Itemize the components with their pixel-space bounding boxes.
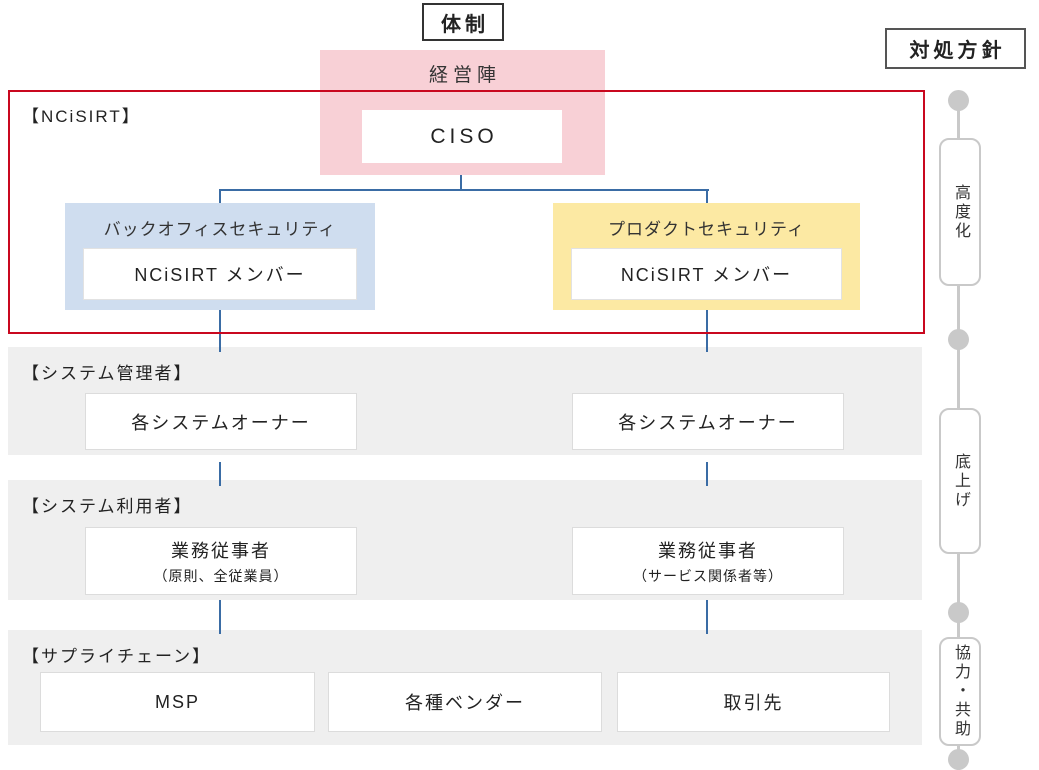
system-admin-band: 【システム管理者】 各システムオーナー 各システムオーナー: [8, 347, 922, 455]
policy-track: 高度化 底上げ 協力・共助: [939, 90, 981, 770]
supply-chain-band: 【サプライチェーン】 MSP 各種ベンダー 取引先: [8, 630, 922, 745]
product-member-box: NCiSIRT メンバー: [571, 248, 842, 300]
track-dot: [948, 749, 969, 770]
policy-title: 対処方針: [885, 28, 1026, 69]
track-dot: [948, 329, 969, 350]
system-owner-box-left: 各システムオーナー: [85, 393, 357, 450]
connector-right-gap1: [706, 310, 708, 352]
connector-right-gap2: [706, 462, 708, 486]
workers-right-title: 業務従事者: [658, 540, 758, 561]
connector-right-drop: [706, 189, 708, 203]
connector-left-drop: [219, 189, 221, 203]
system-admin-label: 【システム管理者】: [22, 364, 193, 383]
track-step-advanced: 高度化: [939, 138, 981, 286]
vendors-box: 各種ベンダー: [328, 672, 602, 732]
connector-left-gap1: [219, 310, 221, 352]
workers-left-title: 業務従事者: [171, 540, 271, 561]
structure-title: 体制: [422, 3, 504, 41]
track-step-baseline: 底上げ: [939, 408, 981, 554]
backoffice-security-label: バックオフィスセキュリティ: [103, 220, 337, 239]
workers-box-left: 業務従事者 （原則、全従業員）: [85, 527, 357, 595]
workers-right-sub: （サービス関係者等）: [633, 567, 783, 584]
track-dot: [948, 602, 969, 623]
msp-box: MSP: [40, 672, 315, 732]
track-dot: [948, 90, 969, 111]
management-label: 経営陣: [428, 65, 501, 86]
management-box: 経営陣 CISO: [320, 50, 605, 175]
partners-box: 取引先: [617, 672, 890, 732]
workers-left-sub: （原則、全従業員）: [153, 567, 289, 584]
connector-left-gap3: [219, 600, 221, 634]
backoffice-member-box: NCiSIRT メンバー: [83, 248, 357, 300]
system-user-label: 【システム利用者】: [22, 497, 193, 516]
supply-chain-label: 【サプライチェーン】: [22, 647, 212, 666]
system-user-band: 【システム利用者】 業務従事者 （原則、全従業員） 業務従事者 （サービス関係者…: [8, 480, 922, 600]
system-owner-box-right: 各システムオーナー: [572, 393, 844, 450]
track-step-cooperation: 協力・共助: [939, 637, 981, 746]
backoffice-security-group: バックオフィスセキュリティ NCiSIRT メンバー: [65, 203, 375, 310]
connector-left-gap2: [219, 462, 221, 486]
ncisirt-label: 【NCiSIRT】: [22, 107, 141, 126]
connector-horizontal: [219, 189, 709, 191]
connector-ciso-down: [460, 175, 462, 191]
product-security-label: プロダクトセキュリティ: [608, 220, 805, 239]
ciso-box: CISO: [362, 110, 562, 163]
product-security-group: プロダクトセキュリティ NCiSIRT メンバー: [553, 203, 860, 310]
workers-box-right: 業務従事者 （サービス関係者等）: [572, 527, 844, 595]
connector-right-gap3: [706, 600, 708, 634]
